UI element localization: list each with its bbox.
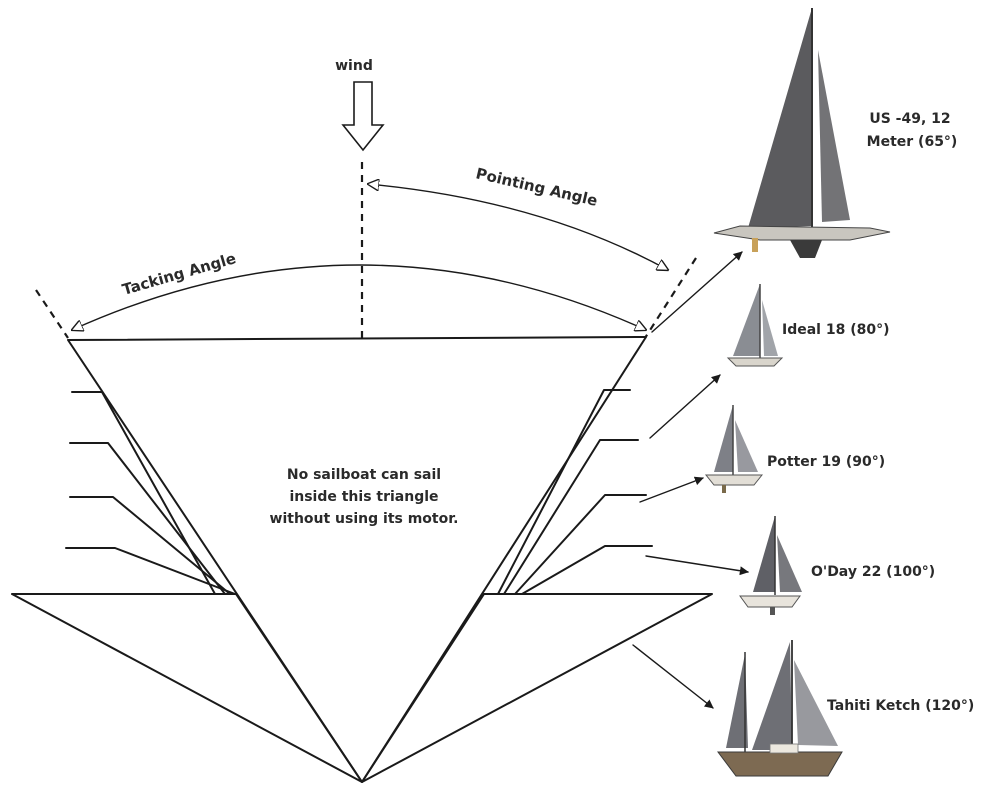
boat-sail [748,8,812,228]
pointing-angle-label: Pointing Angle [474,164,599,210]
ideal-18-sailboat-icon [726,284,784,367]
potter-19-sailboat-icon [704,405,764,493]
boat-label-twelve-meter-line2: Meter (65°) [867,134,958,150]
boat-label-potter-19: Potter 19 (90°) [767,454,885,470]
pointing-angle-arc [368,184,668,270]
tahiti-ketch-sailboat-icon [717,640,843,777]
boat-label-ideal-18: Ideal 18 (80°) [782,322,889,338]
oday-22-sailboat-icon [739,516,802,615]
wind-label: wind [335,58,373,74]
wind-arrow [341,81,385,152]
left-angle-triangles [11,391,363,783]
svg-text:without using its motor.: without using its motor. [270,511,459,527]
svg-text:No sailboat can sail: No sailboat can sail [287,467,441,483]
svg-text:inside this triangle: inside this triangle [289,489,438,505]
boat-label-oday-22: O'Day 22 (100°) [811,564,935,580]
twelve-meter-sailboat-icon [713,8,891,258]
boat-label-tahiti-ketch: Tahiti Ketch (120°) [827,698,974,714]
boat-label-twelve-meter-line1: US -49, 12 [869,111,950,127]
no-sail-zone-note: No sailboat can sail inside this triangl… [270,467,459,527]
tacking-angle-arc [72,264,646,330]
no-go-triangle [67,336,647,783]
boat-pointer-arrows [632,251,749,709]
right-tack-dashed-line [644,257,697,339]
right-angle-triangles [361,389,713,783]
boat-sail [818,50,850,222]
tacking-angle-label: Tacking Angle [120,249,238,299]
left-tack-dashed-line [35,289,69,339]
